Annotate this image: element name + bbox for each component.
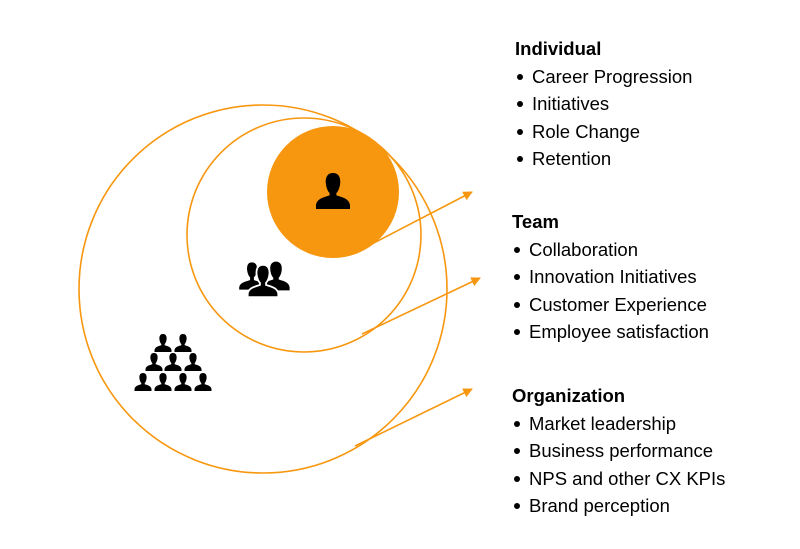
list-item: Market leadership <box>512 410 725 438</box>
team-circle <box>186 117 422 353</box>
list-item: Business performance <box>512 437 725 465</box>
list-item: Career Progression <box>515 63 692 91</box>
team-icon <box>237 260 290 299</box>
list-item: Initiatives <box>515 90 692 118</box>
group-title: Team <box>512 211 559 232</box>
list-item: Customer Experience <box>512 291 709 319</box>
individual-group: Individual Career Progression Initiative… <box>515 35 692 173</box>
list-item: Innovation Initiatives <box>512 263 709 291</box>
group-title: Individual <box>515 38 602 59</box>
list-item: NPS and other CX KPIs <box>512 465 725 493</box>
list-item: Retention <box>515 145 692 173</box>
individual-arrow <box>367 191 473 247</box>
team-group: Team Collaboration Innovation Initiative… <box>512 208 709 346</box>
list-item: Brand perception <box>512 492 725 520</box>
list-item: Role Change <box>515 118 692 146</box>
group-title: Organization <box>512 385 626 406</box>
list-item: Employee satisfaction <box>512 318 709 346</box>
organization-icon <box>134 334 212 391</box>
organization-group: Organization Market leadership Business … <box>512 382 725 520</box>
list-item: Collaboration <box>512 236 709 264</box>
team-arrow <box>361 277 481 335</box>
organization-arrow <box>354 388 473 447</box>
organization-circle <box>78 104 448 474</box>
